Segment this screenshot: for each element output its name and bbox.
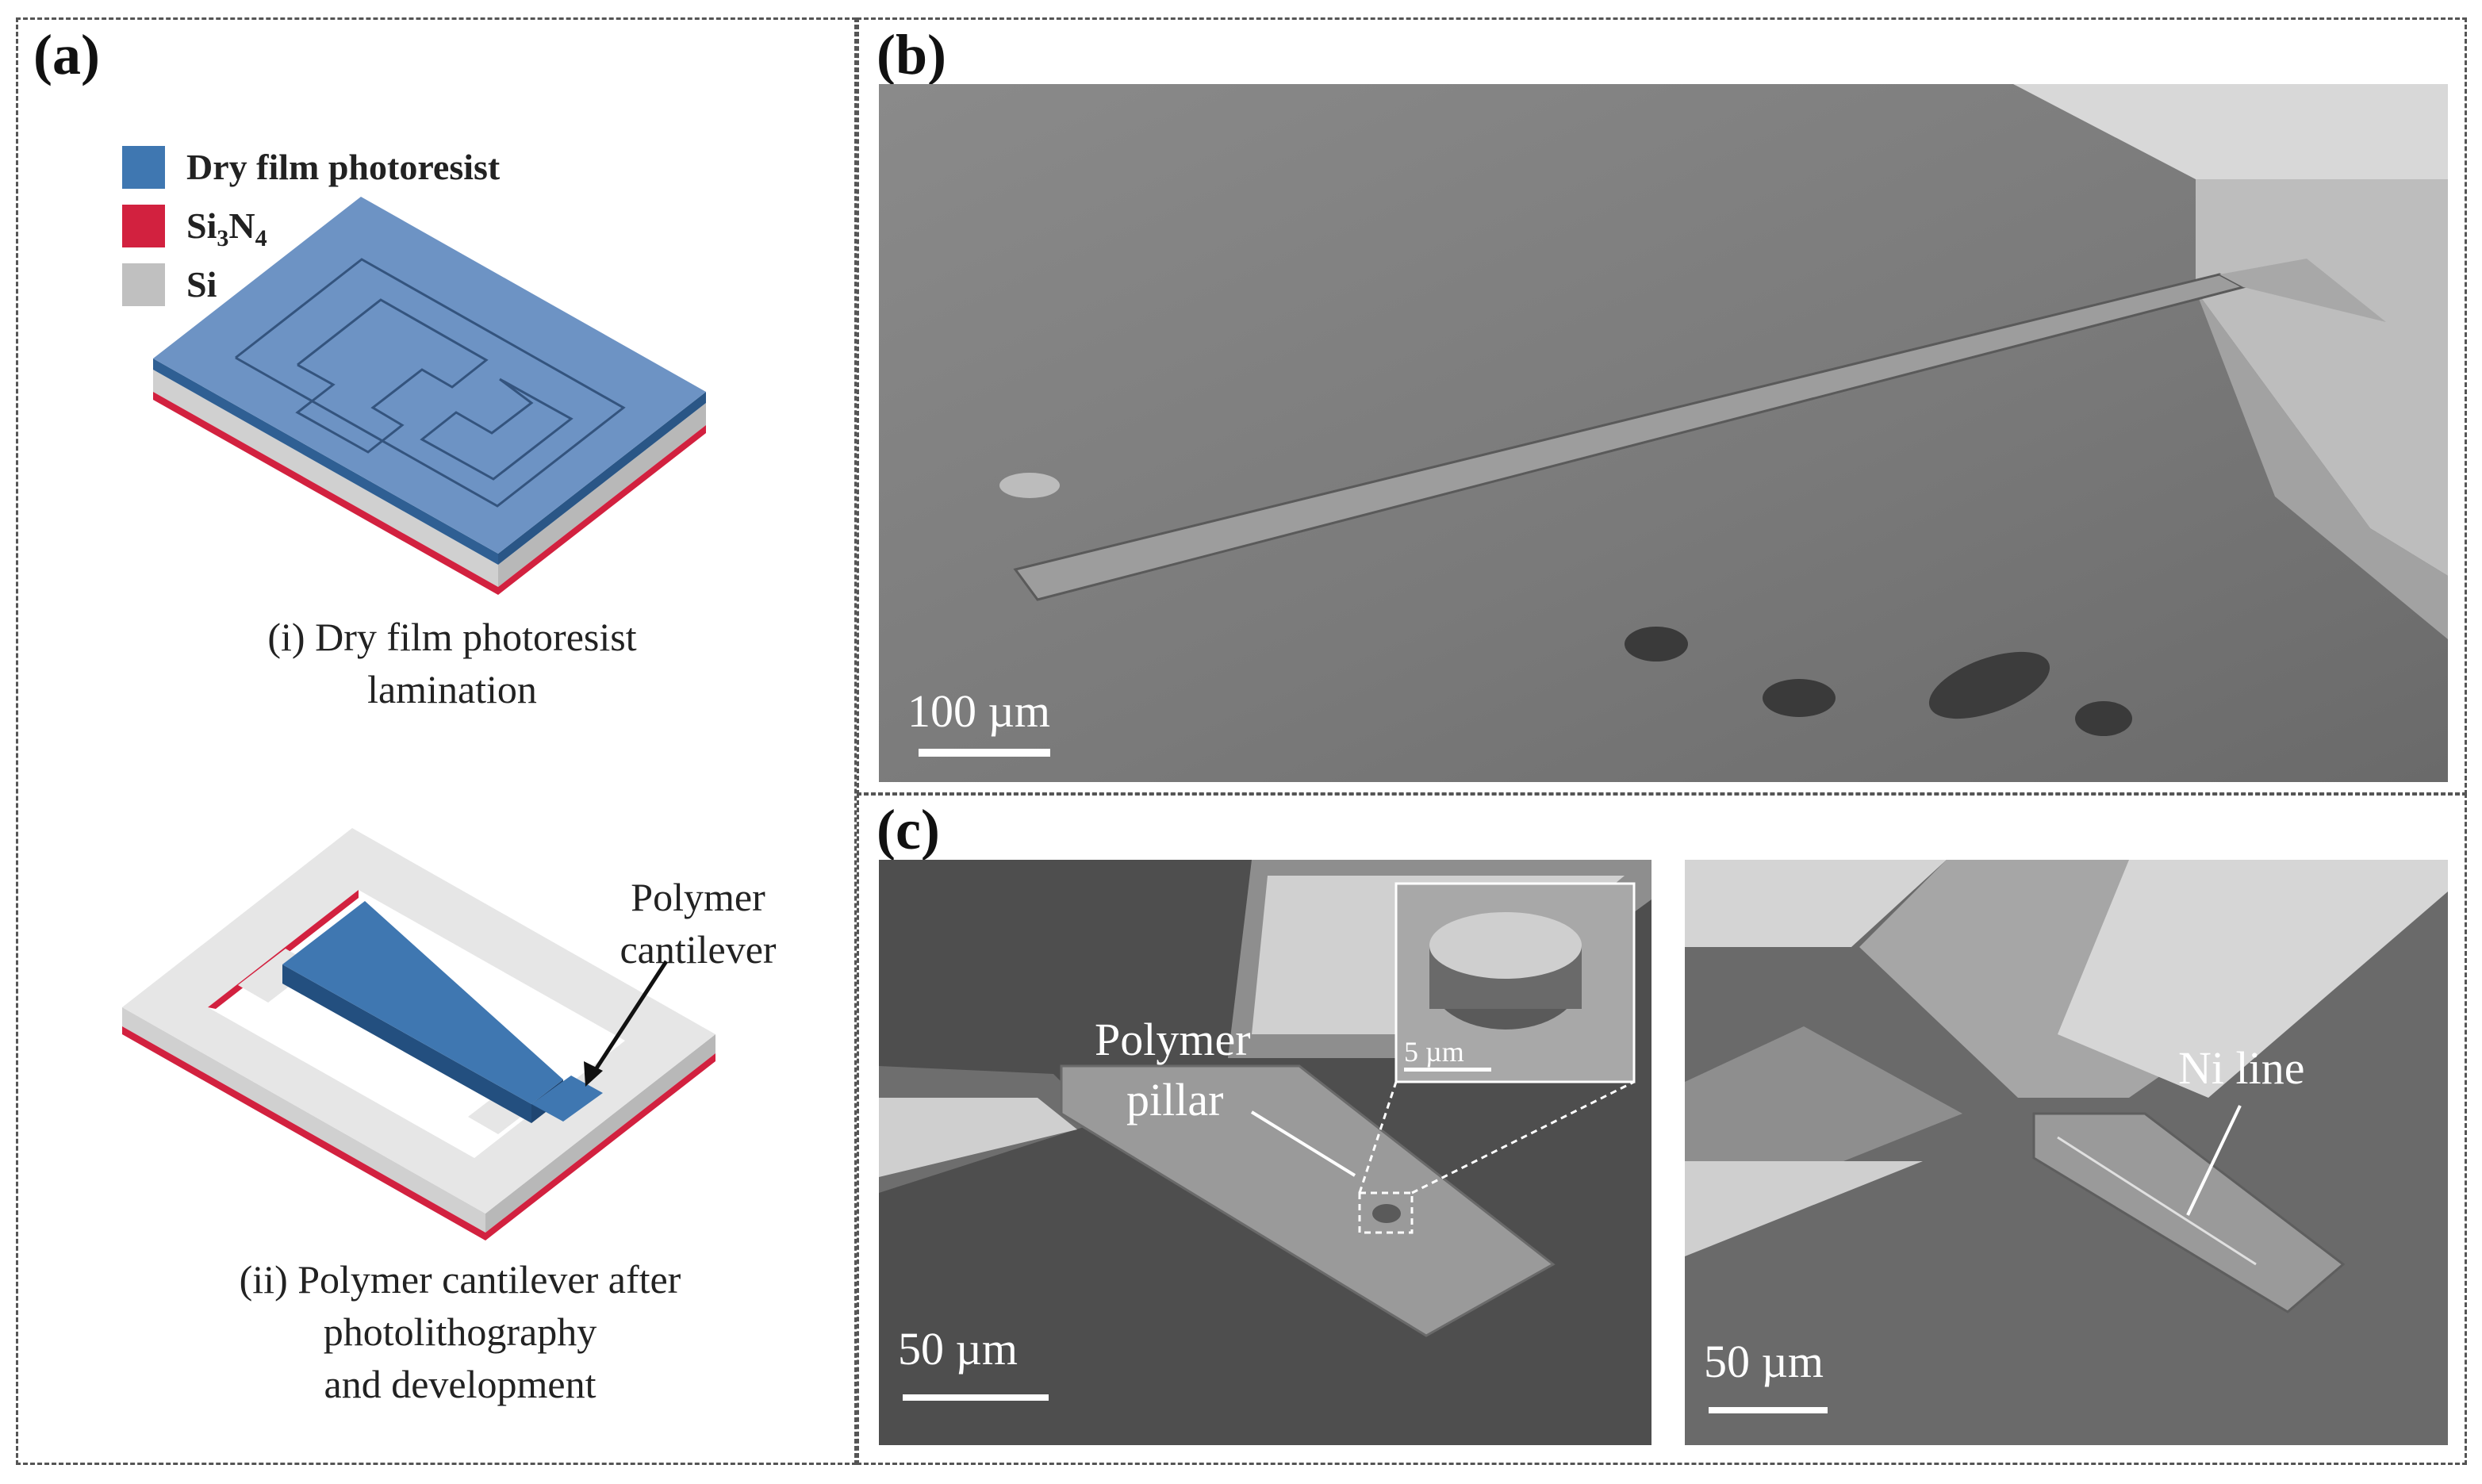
step-i-line2: lamination: [367, 667, 537, 711]
panel-c-frame: [857, 793, 2467, 1465]
sem-cl-inset-scale-label: 5 µm: [1404, 1036, 1464, 1068]
step-ii-caption: (ii) Polymer cantilever after photolitho…: [151, 1253, 769, 1410]
sem-b-particle: [999, 473, 1060, 498]
annotation-arrowhead: [584, 1061, 603, 1087]
legend-swatch-silicon: [122, 263, 165, 306]
annotation-arrow: [589, 960, 669, 1077]
si-side-left: [153, 370, 498, 587]
sem-cl-label-line2: pillar: [1126, 1074, 1223, 1125]
sem-b-pit-2: [1763, 679, 1836, 717]
latent-pattern-inner-2: [420, 378, 574, 481]
cantilever-top: [282, 901, 563, 1104]
sem-b-scale-bar: [919, 749, 1050, 757]
sem-cr-scale-bar: [1709, 1407, 1828, 1413]
legend-label-silicon: Si: [186, 264, 217, 305]
sem-cr-scale-label: 50 µm: [1704, 1336, 1824, 1387]
step-ii-line1: (ii) Polymer cantilever after: [239, 1257, 681, 1302]
step-ii-annotation-line2: cantilever: [620, 927, 777, 972]
sem-cr-chip-top-left: [1685, 860, 1947, 947]
frame-nitride-left: [122, 1026, 485, 1241]
cantilever-beam: [531, 1076, 603, 1122]
sem-cl-pillar-box: [1358, 1191, 1414, 1234]
cantilever-side: [282, 964, 531, 1123]
photoresist-side-right: [498, 392, 706, 565]
panel-label-a: (a): [33, 23, 100, 86]
step-ii-annotation-line1: Polymer: [631, 875, 765, 919]
sem-cr-ni-line: [2057, 1136, 2257, 1266]
wafer-stack-developed: [122, 828, 715, 1241]
legend-swatch-photoresist: [122, 146, 165, 189]
step-ii-line3: and development: [324, 1362, 597, 1406]
step-ii-annotation: Polymer cantilever: [587, 871, 809, 976]
nitride-edge-right: [498, 425, 706, 595]
sem-cl-scale-label: 50 µm: [898, 1323, 1018, 1375]
step-i-caption: (i) Dry film photoresist lamination: [182, 611, 722, 715]
panel-a-frame: [16, 17, 857, 1465]
legend-label-nitride: Si3N4: [186, 205, 267, 251]
sem-cl-inset-scale-bar: [1404, 1068, 1491, 1072]
sem-cr-chip-left-window: [1685, 1161, 1923, 1256]
latent-pattern-inner: [295, 298, 489, 454]
sem-cl-chip-left-window: [879, 1098, 1077, 1177]
sem-cl-label-arrow: [1250, 1110, 1356, 1177]
sem-cl-zoom-line-1: [1358, 1081, 1398, 1194]
sem-b-scale-label: 100 µm: [907, 685, 1050, 737]
sem-cl-pillar: [1372, 1204, 1401, 1223]
photoresist-side-left: [153, 359, 498, 565]
legend-label-photoresist: Dry film photoresist: [186, 147, 501, 187]
frame-nitride-right: [485, 1053, 715, 1241]
frame-side-right: [485, 1034, 715, 1233]
sem-b-pit-1: [1625, 627, 1688, 661]
latent-pattern-outline: [235, 258, 626, 508]
window-wall-left: [208, 890, 359, 1009]
sem-image-c-left: 5 µm Polymer pillar 50 µm: [879, 860, 1651, 1445]
sem-image-b: 100 µm: [879, 84, 2448, 782]
panel-label-c: (c): [877, 798, 940, 861]
legend: Dry film photoresist Si3N4 Si: [122, 146, 501, 306]
sem-cr-ni-label: Ni line: [2178, 1042, 2304, 1094]
sem-b-pit-3: [1928, 651, 2050, 719]
sem-cl-inset-pillar-top: [1429, 912, 1582, 979]
sem-image-c-right: Ni line 50 µm: [1685, 860, 2448, 1445]
sem-cr-chip-window: [2058, 860, 2448, 1098]
nitride-edge-left: [153, 392, 498, 595]
sem-cl-scale-bar: [903, 1394, 1049, 1401]
panel-a-illustration: Dry film photoresist Si3N4 Si: [122, 146, 715, 1241]
step-ii-line2: photolithography: [323, 1310, 597, 1354]
sem-b-chip-top: [2013, 84, 2448, 179]
panel-label-b: (b): [877, 23, 946, 86]
sem-b-cantilever-base: [2219, 259, 2386, 322]
si-side-right: [498, 403, 706, 587]
legend-swatch-nitride: [122, 205, 165, 247]
sem-cl-cantilever: [1060, 1064, 1556, 1337]
sem-cl-label-line1: Polymer: [1095, 1014, 1251, 1065]
sem-cl-zoom-line-2: [1411, 1080, 1635, 1194]
sem-cr-ni-arrow: [2186, 1105, 2242, 1216]
frame-side-left: [122, 1007, 485, 1233]
step-i-line1: (i) Dry film photoresist: [267, 615, 637, 659]
sem-b-pit-4: [2075, 701, 2132, 736]
sem-b-chip-edge: [2196, 290, 2448, 639]
wafer-stack-laminated: [153, 197, 706, 595]
